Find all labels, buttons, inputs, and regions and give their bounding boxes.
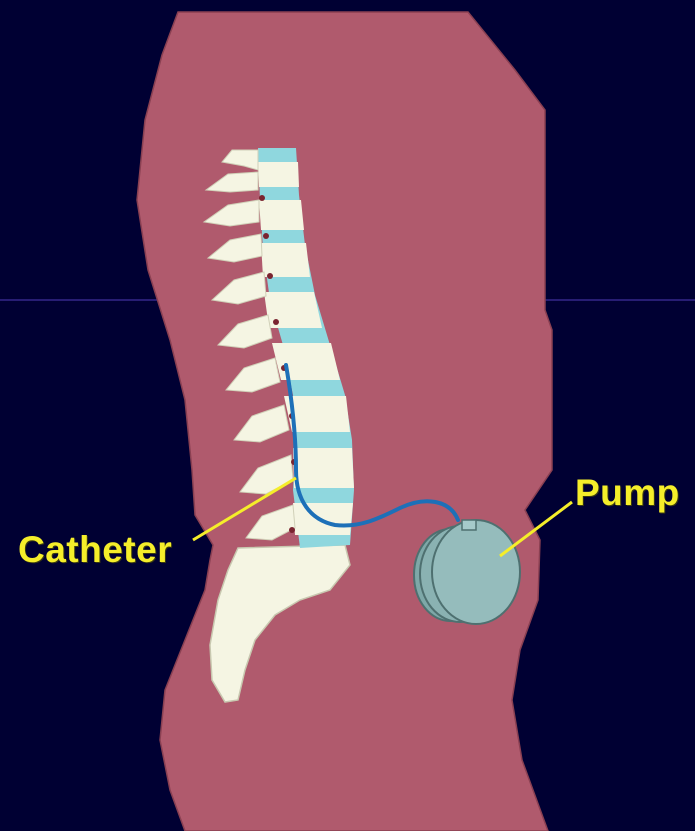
vertebra-7	[293, 448, 354, 488]
pump-device	[414, 520, 520, 624]
vertebra-1	[258, 162, 299, 187]
vertebra-3	[261, 243, 310, 277]
vertebra-4	[264, 292, 322, 328]
pump-label: Pump	[575, 472, 680, 514]
vertebra-2	[259, 200, 304, 230]
vertebra-5	[272, 343, 340, 380]
catheter-label: Catheter	[18, 529, 172, 571]
